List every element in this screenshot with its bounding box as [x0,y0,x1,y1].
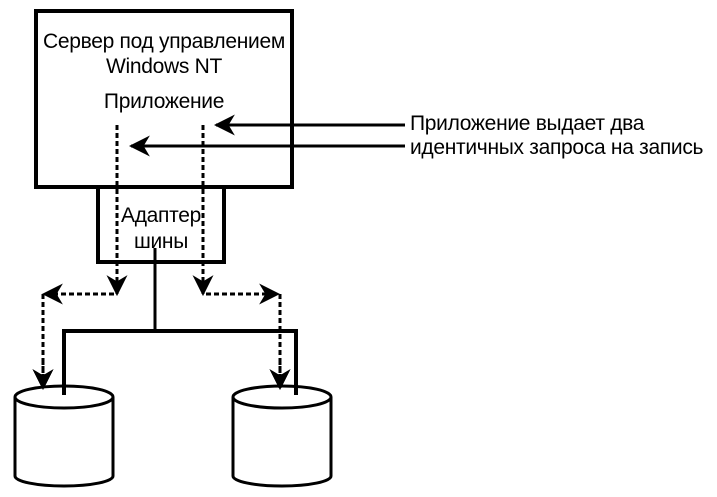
application-label: Приложение [103,90,225,113]
server-title-line1: Сервер под управлением [43,30,285,53]
annotation-line2: идентичных запроса на запись [410,136,704,159]
annotation-line1: Приложение выдает два [410,112,645,135]
bus-branch [62,329,298,395]
disk-left [13,384,115,488]
adapter-label-line1: Адаптер [121,204,201,227]
bus-adapter-box [96,185,226,264]
disk-right [231,384,333,488]
adapter-label-line2: шины [133,230,189,253]
server-title-line2: Windows NT [105,55,223,78]
